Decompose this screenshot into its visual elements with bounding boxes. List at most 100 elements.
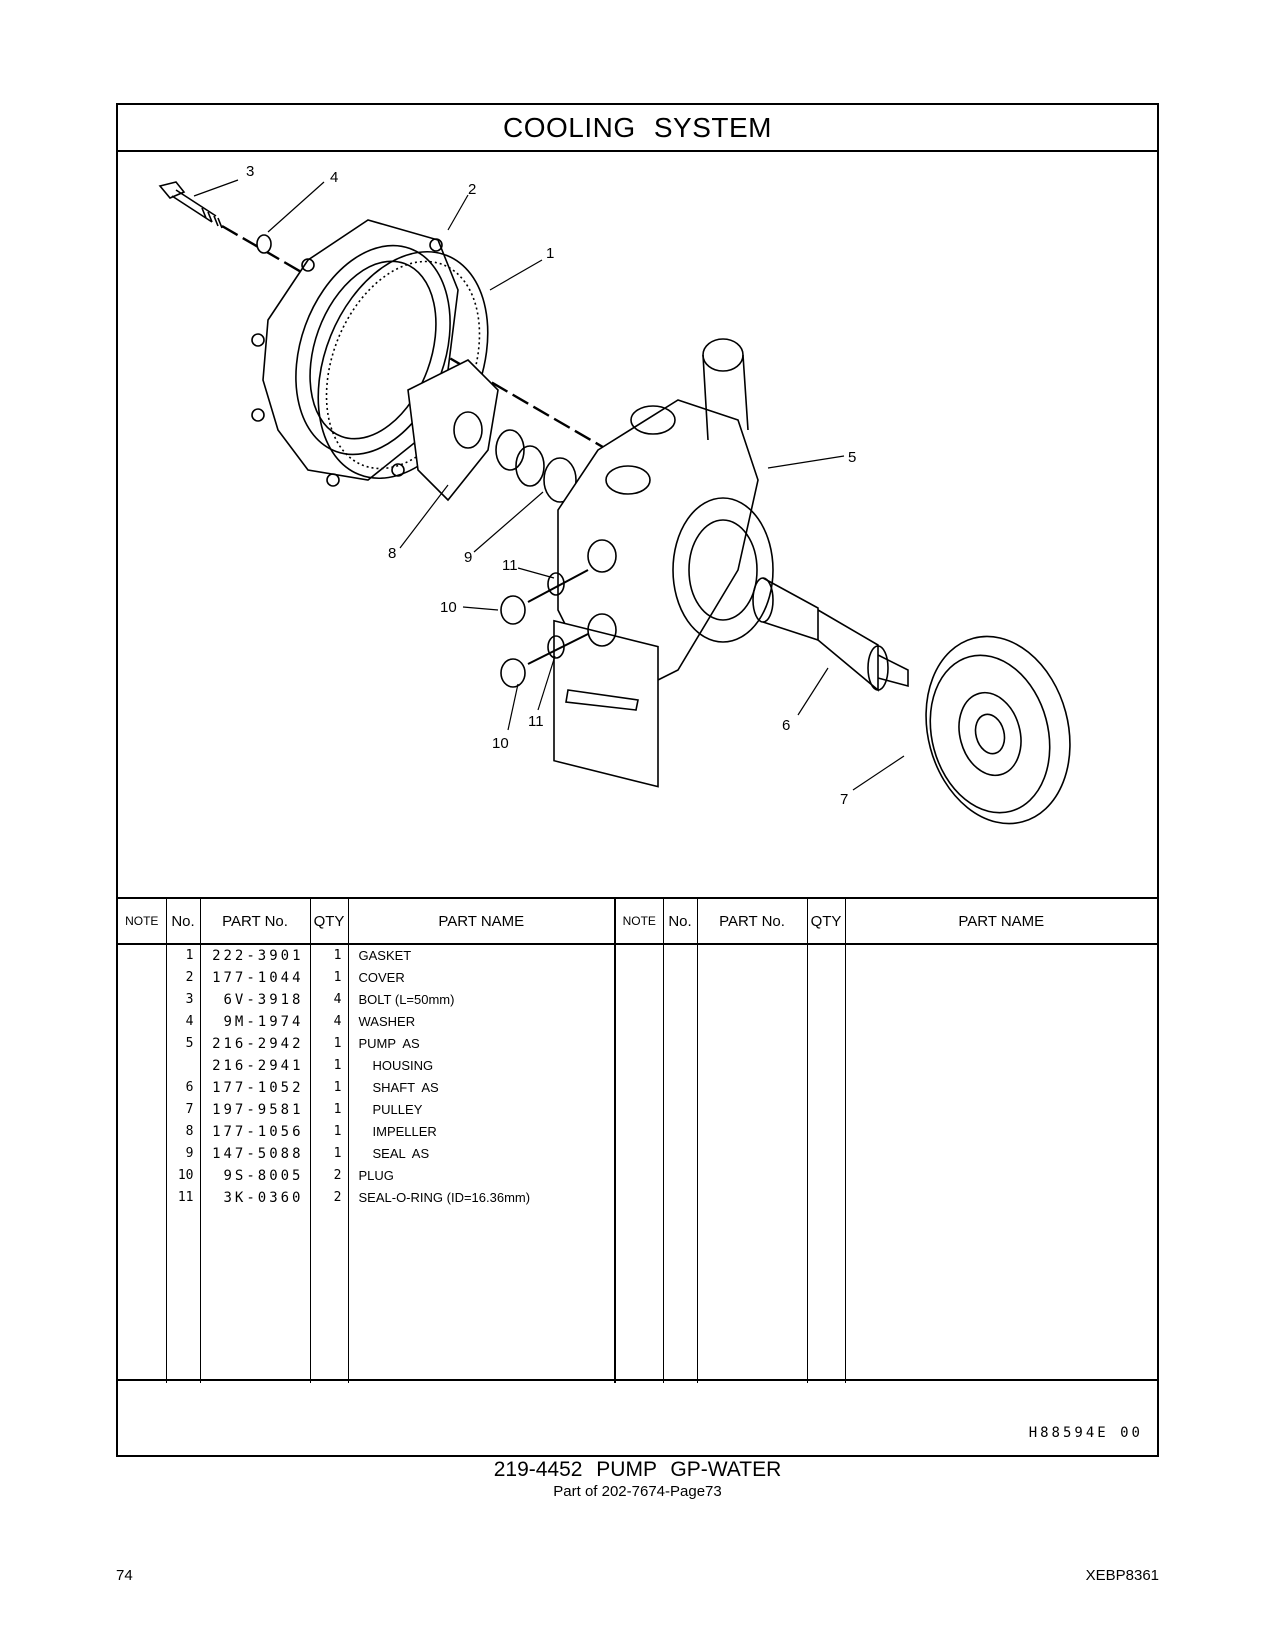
- seal-part: [495, 429, 577, 503]
- plug-part: [500, 569, 589, 688]
- item-number: 6: [185, 1080, 194, 1095]
- callout-label: 4: [330, 169, 338, 186]
- bolt-part: [158, 181, 223, 229]
- quantity: 1: [333, 1146, 342, 1161]
- item-number: 3: [185, 992, 194, 1007]
- part-name: SEAL AS: [372, 1146, 430, 1161]
- quantity: 2: [333, 1190, 342, 1205]
- part-name: SHAFT AS: [372, 1080, 439, 1095]
- item-number: 4: [185, 1014, 194, 1029]
- quantity: 1: [333, 970, 342, 985]
- callout-label: 7: [840, 791, 848, 808]
- shaft-part: [752, 577, 909, 692]
- part-name: SEAL-O-RING (ID=16.36mm): [358, 1190, 531, 1205]
- part-number: 6V-3918: [223, 992, 304, 1008]
- group-title: 219-4452 PUMP GP-WATER: [493, 1458, 782, 1481]
- part-number: 216-2942: [212, 1036, 304, 1052]
- part-number: 216-2941: [212, 1058, 304, 1074]
- seal-o-ring-part: [547, 572, 565, 659]
- quantity: 1: [333, 1036, 342, 1051]
- header-part-name: PART NAME: [844, 897, 1157, 945]
- header-qty: QTY: [309, 897, 348, 945]
- header-no: No.: [662, 897, 697, 945]
- quantity-column: [806, 944, 845, 1383]
- exploded-diagram: 3 4 2 1 5 8 9 11 10 11 10 6 7: [118, 150, 1157, 897]
- part-name-column: [844, 944, 1157, 1383]
- header-part-no: PART No.: [696, 897, 807, 945]
- item-number: 10: [177, 1168, 194, 1183]
- table-bottom-rule: [118, 1379, 1157, 1381]
- part-name: BOLT (L=50mm): [358, 992, 455, 1007]
- item-number: 11: [177, 1190, 194, 1205]
- part-number-column: 222-3901 177-1044 6V-3918 9M-1974 216-2942 21…: [199, 944, 310, 1383]
- callout-label: 3: [246, 163, 254, 180]
- callout-label: 10: [440, 599, 457, 616]
- part-number: 177-1056: [212, 1124, 304, 1140]
- quantity: 1: [333, 1102, 342, 1117]
- quantity: 4: [333, 1014, 342, 1029]
- part-name: COVER: [358, 970, 405, 985]
- item-number-column: [662, 944, 697, 1383]
- callout-label: 10: [492, 735, 509, 752]
- part-name: PUMP AS: [358, 1036, 420, 1051]
- item-number: 1: [185, 948, 194, 963]
- header-note: NOTE: [614, 897, 663, 945]
- part-name: PULLEY: [372, 1102, 423, 1117]
- washer-part: [256, 234, 272, 254]
- item-number: 7: [185, 1102, 194, 1117]
- quantity: 1: [333, 1058, 342, 1073]
- part-number: 222-3901: [212, 948, 304, 964]
- parts-list-table: NOTE No. PART No. QTY PART NAME NOTE No.…: [118, 897, 1157, 1383]
- callout-label: 8: [388, 545, 396, 562]
- part-name: GASKET: [358, 948, 412, 963]
- callout-label: 11: [502, 557, 518, 574]
- water-pump-illustration: 3 4 2 1 5 8 9 11 10 11 10 6 7: [158, 163, 1071, 825]
- note-column: [614, 944, 663, 1383]
- header-note: NOTE: [118, 897, 166, 945]
- note-column: [118, 944, 166, 1383]
- group-subtitle: Part of 202-7674-Page73: [553, 1483, 722, 1500]
- callout-label: 11: [528, 713, 544, 730]
- section-title: COOLING SYSTEM: [118, 105, 1157, 152]
- part-number: 177-1044: [212, 970, 304, 986]
- quantity: 1: [333, 948, 342, 963]
- header-part-no: PART No.: [199, 897, 310, 945]
- callout-label: 2: [468, 181, 476, 198]
- header-no: No.: [165, 897, 200, 945]
- cover-part: [251, 219, 459, 487]
- part-number-column: [696, 944, 807, 1383]
- item-number: 5: [185, 1036, 194, 1051]
- pump-housing-part: [553, 338, 774, 788]
- item-number-column: 1 2 3 4 5 6 7 8 9 10 11: [165, 944, 200, 1383]
- item-number: 9: [185, 1146, 194, 1161]
- impeller-part: [407, 359, 499, 502]
- header-qty: QTY: [806, 897, 845, 945]
- callout-label: 9: [464, 549, 472, 566]
- part-name: WASHER: [358, 1014, 416, 1029]
- item-number: 2: [185, 970, 194, 985]
- item-number: [167, 1055, 200, 1077]
- quantity: 1: [333, 1080, 342, 1095]
- quantity: 1: [333, 1124, 342, 1139]
- parts-page-frame: COOLING SYSTEM: [116, 103, 1159, 1457]
- part-number: 147-5088: [212, 1146, 304, 1162]
- callout-label: 6: [782, 717, 790, 734]
- part-name: PLUG: [358, 1168, 394, 1183]
- callout-label: 1: [546, 245, 554, 262]
- table-header-row: NOTE No. PART No. QTY PART NAME NOTE No.…: [118, 897, 1157, 945]
- leader-lines: [193, 179, 905, 791]
- item-number: 8: [185, 1124, 194, 1139]
- part-name: IMPELLER: [372, 1124, 437, 1139]
- header-part-name: PART NAME: [347, 897, 615, 945]
- callout-label: 5: [848, 449, 856, 466]
- callout-labels: 3 4 2 1 5 8 9 11 10 11 10 6 7: [246, 163, 856, 808]
- part-number: 9M-1974: [223, 1014, 304, 1030]
- quantity: 2: [333, 1168, 342, 1183]
- part-number: 3K-0360: [223, 1190, 304, 1206]
- document-code: XEBP8361: [1085, 1567, 1159, 1584]
- part-number: 9S-8005: [223, 1168, 304, 1184]
- part-number: 197-9581: [212, 1102, 304, 1118]
